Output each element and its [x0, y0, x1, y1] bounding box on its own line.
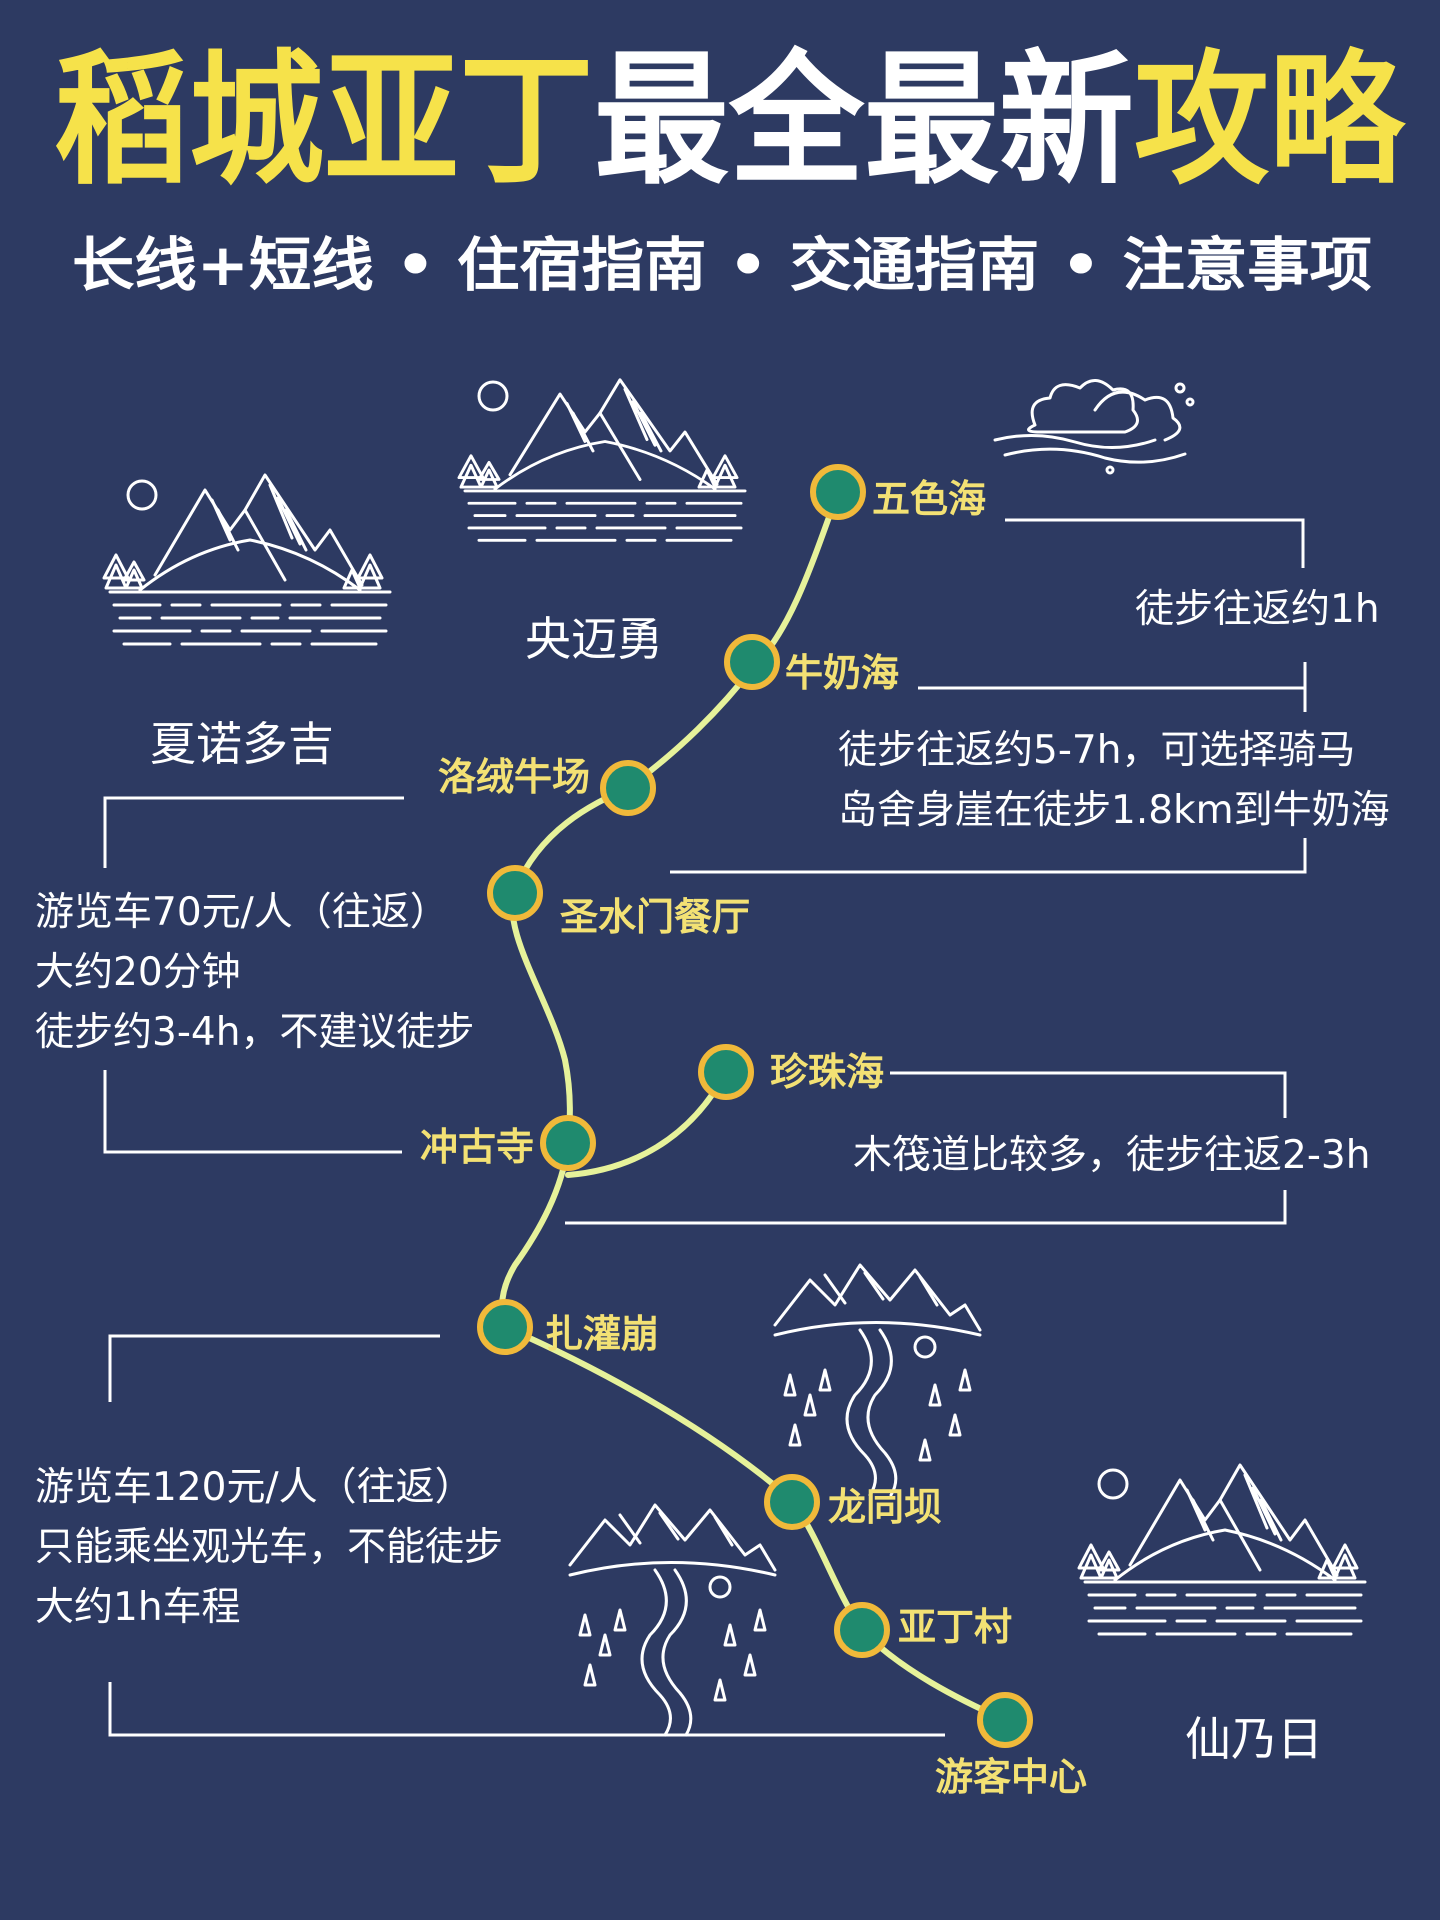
stop-label: 扎灌崩 [545, 1312, 659, 1356]
stop-wusehai[interactable]: 五色海 [810, 464, 986, 521]
moon-icon [126, 479, 158, 511]
mountain-lake-icon [102, 473, 392, 646]
note-bus120-line2: 只能乘坐观光车，不能徒步 [35, 1525, 503, 1570]
moon-icon [1097, 1468, 1129, 1500]
mountain-lake-icon [1077, 1463, 1367, 1636]
note-brackets [103, 518, 1307, 1737]
stop-shengshuimen[interactable]: 圣水门餐厅 [487, 865, 750, 939]
peak-label-xianuoduoji: 夏诺多吉 [150, 717, 334, 771]
note-niunaihai-line1: 徒步往返约5-7h，可选择骑马 [838, 728, 1355, 773]
stop-zhenzhuhai[interactable]: 珍珠海 [698, 1044, 884, 1100]
stop-luorong[interactable]: 洛绒牛场 [438, 755, 656, 816]
title-part-latest: 最全最新 [594, 36, 1134, 204]
title-part-destination: 稻城亚丁 [54, 36, 594, 204]
stop-chonggu[interactable]: 冲古寺 [420, 1115, 596, 1171]
moon-icon [477, 380, 509, 412]
page-subtitle: 长线+短线 • 住宿指南 • 交通指南 • 注意事项 [72, 231, 1372, 299]
trail-route-zhenzhu [565, 1069, 729, 1178]
title-part-guide: 攻略 [1134, 36, 1407, 204]
stop-label: 洛绒牛场 [438, 755, 590, 799]
page-title: 稻城亚丁最全最新攻略 [54, 36, 1407, 204]
stop-label: 珍珠海 [770, 1050, 884, 1094]
note-bus120-line1: 游览车120元/人（往返） [35, 1465, 474, 1510]
river-valley-icon [568, 1503, 777, 1737]
mountain-lake-icon [457, 378, 747, 542]
stop-label: 牛奶海 [785, 651, 899, 695]
peak-label-xiannairi: 仙乃日 [1185, 1712, 1323, 1766]
stop-label: 游客中心 [935, 1755, 1087, 1799]
stop-niunaihai[interactable]: 牛奶海 [724, 634, 899, 695]
stop-yadingcun[interactable]: 亚丁村 [834, 1602, 1012, 1658]
river-valley-icon [773, 1263, 982, 1497]
stop-zhaguanbeng[interactable]: 扎灌崩 [477, 1299, 659, 1356]
stop-label: 冲古寺 [420, 1125, 534, 1169]
stop-label: 圣水门餐厅 [560, 895, 750, 939]
note-bus70-line3: 徒步约3-4h，不建议徒步 [35, 1010, 474, 1055]
stop-label: 亚丁村 [898, 1605, 1012, 1649]
stop-longtongba[interactable]: 龙同坝 [764, 1474, 942, 1530]
note-bus70-line2: 大约20分钟 [35, 950, 241, 995]
stop-youke[interactable]: 游客中心 [935, 1692, 1087, 1799]
note-bus120-line3: 大约1h车程 [35, 1585, 241, 1630]
cloud-icon [993, 378, 1195, 475]
note-niunaihai-line2: 岛舍身崖在徒步1.8km到牛奶海 [838, 788, 1390, 833]
stop-label: 五色海 [872, 477, 986, 521]
note-zhenzhuhai: 木筏道比较多，徒步往返2-3h [853, 1133, 1370, 1178]
note-wusehai: 徒步往返约1h [1135, 587, 1380, 632]
peak-label-yangmaiyong: 央迈勇 [525, 612, 663, 666]
stop-label: 龙同坝 [828, 1485, 942, 1529]
note-bus70-line1: 游览车70元/人（往返） [35, 890, 449, 935]
